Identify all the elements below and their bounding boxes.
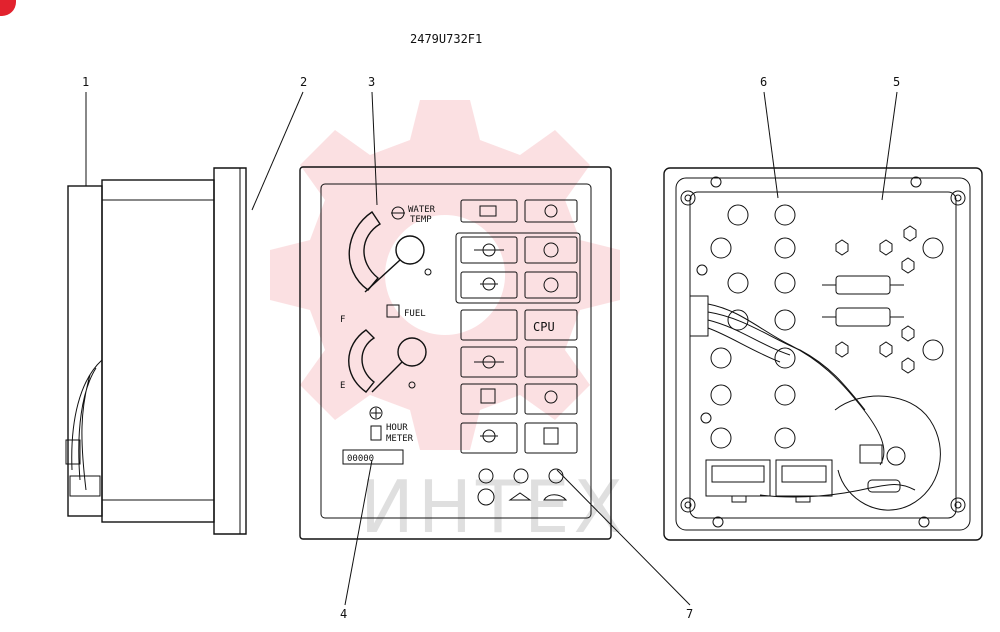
- cpu-label: CPU: [533, 320, 555, 334]
- callout-2: 2: [300, 75, 307, 89]
- callout-5: 5: [893, 75, 900, 89]
- rear-wiring: [689, 295, 941, 511]
- hour-label-line1: HOUR: [386, 423, 408, 433]
- leader-lines: [85, 91, 898, 606]
- rear-resistors: [822, 275, 904, 327]
- rear-terminal-blocks: [705, 459, 833, 503]
- water-label-line2: TEMP: [410, 215, 432, 225]
- status-lamps: [477, 468, 568, 506]
- rear-view-housing: [663, 167, 983, 541]
- callout-7: 7: [686, 607, 693, 621]
- fuel-empty-label: E: [340, 381, 345, 391]
- hour-meter: HOUR METER 00000: [342, 406, 414, 465]
- callout-1: 1: [82, 75, 89, 89]
- callout-4: 4: [340, 607, 347, 621]
- water-temp-gauge: WATER TEMP: [348, 205, 436, 293]
- hour-label-line2: METER: [386, 434, 414, 444]
- callout-3: 3: [368, 75, 375, 89]
- fuel-gauge: FUEL F E: [340, 304, 427, 393]
- fuel-label: FUEL: [404, 309, 426, 319]
- water-label-line1: WATER: [408, 205, 436, 215]
- front-panel: [299, 166, 612, 540]
- rear-lamp-sockets: [696, 204, 944, 449]
- watermark-text: ИНТЕХ: [360, 465, 627, 549]
- hour-meter-value: 00000: [347, 454, 374, 464]
- figure-code: 2479U732F1: [410, 32, 482, 46]
- watermark-gear: [270, 100, 620, 450]
- side-view-housing: [65, 167, 247, 535]
- rear-hex-nuts: [835, 225, 917, 374]
- callout-6: 6: [760, 75, 767, 89]
- indicator-lamps: CPU: [455, 199, 581, 454]
- fuel-full-label: F: [340, 315, 345, 325]
